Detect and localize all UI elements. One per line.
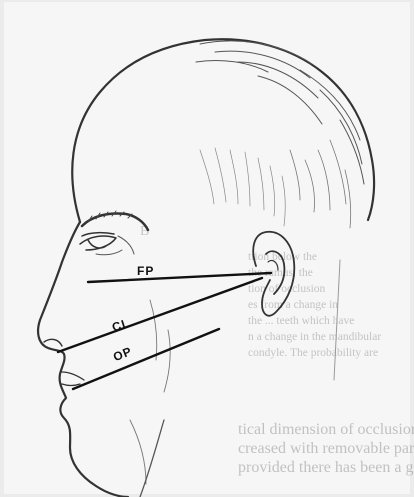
cl-line [58, 278, 262, 352]
temple-hatching [200, 148, 285, 226]
nostril [44, 339, 62, 346]
fp-line [88, 273, 271, 282]
ear-inner [268, 260, 278, 270]
fp-label: FP [137, 264, 154, 278]
hair-strokes [290, 140, 351, 228]
hair-strokes [196, 41, 364, 184]
eye [80, 233, 116, 250]
mouth [62, 372, 84, 386]
cheek-lines [130, 300, 170, 484]
neck-back [334, 260, 340, 380]
head-outline [72, 39, 374, 222]
